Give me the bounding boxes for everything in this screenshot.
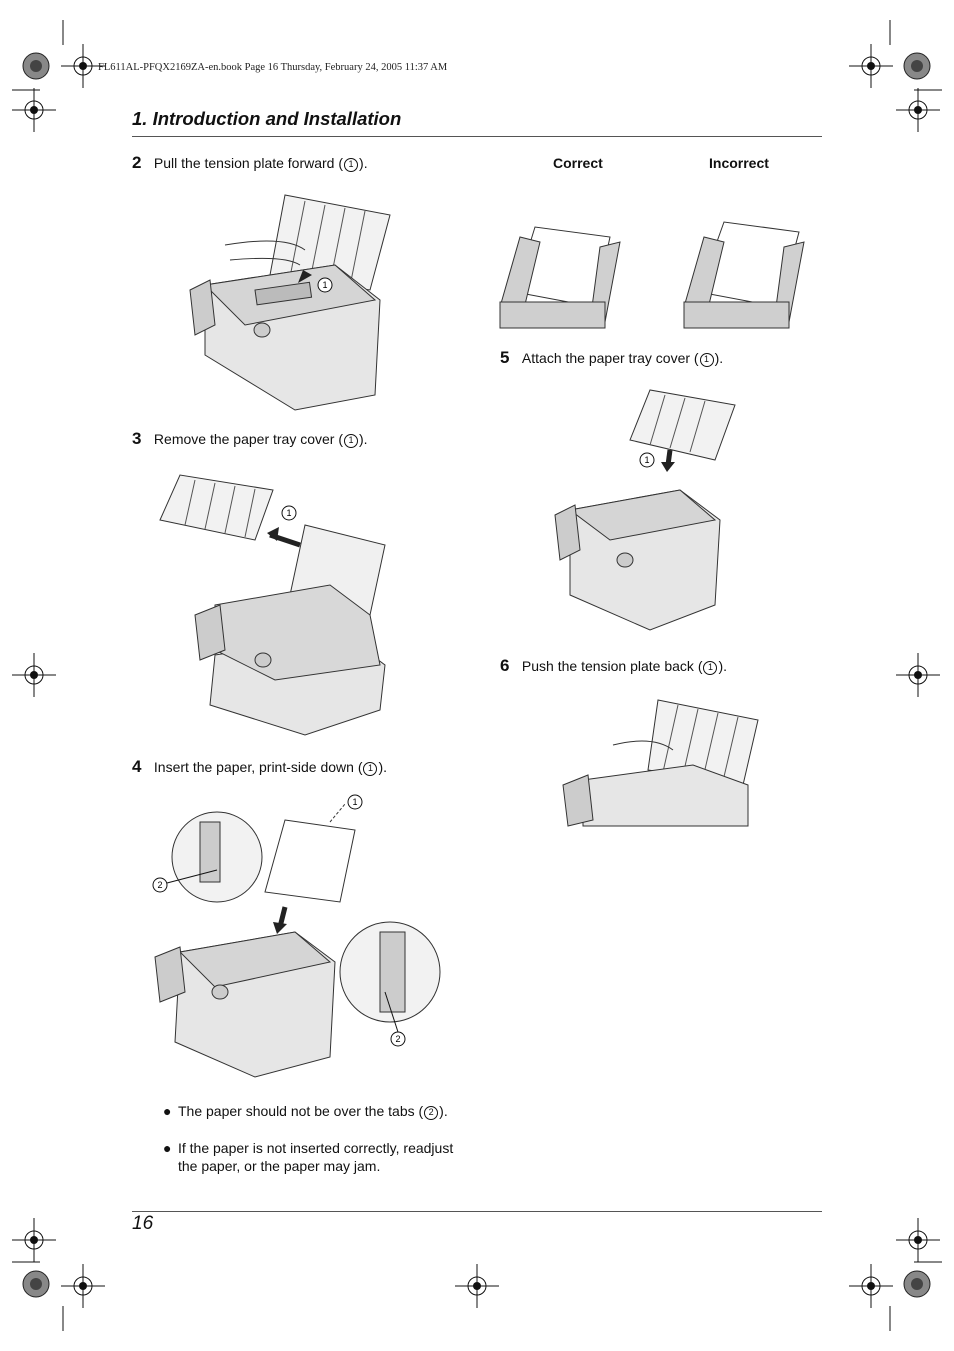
step-number: 6: [500, 656, 510, 675]
step-number: 4: [132, 757, 142, 776]
callout-marker: 1: [363, 761, 378, 776]
section-title: 1. Introduction and Installation: [132, 108, 402, 129]
step-4: 4 Insert the paper, print-side down (1).: [132, 757, 387, 777]
fax-machine-illustration-step-4: 1 2 2: [152, 794, 441, 1078]
callout-label: 1: [286, 508, 291, 518]
step-2: 2 Pull the tension plate forward (1).: [132, 153, 368, 173]
note-readjust: ● If the paper is not inserted correctly…: [163, 1140, 454, 1174]
callout-marker: 1: [703, 660, 718, 675]
callout-label: 1: [352, 797, 357, 807]
step-6: 6 Push the tension plate back (1).: [500, 656, 727, 676]
print-header: FL611AL-PFQX2169ZA-en.book Page 16 Thurs…: [98, 62, 448, 73]
callout-label: 1: [644, 455, 649, 465]
incorrect-heading: Incorrect: [709, 155, 769, 171]
step-text: Insert the paper, print-side down (1).: [153, 759, 388, 776]
correct-paper-illustration: [499, 226, 621, 329]
callout-marker: 1: [344, 433, 359, 448]
incorrect-paper-illustration: [683, 221, 805, 329]
step-text: Pull the tension plate forward (1).: [153, 155, 368, 172]
step-text: Remove the paper tray cover (1).: [153, 431, 368, 448]
callout-marker: 1: [699, 352, 714, 367]
callout-marker: 2: [424, 1105, 439, 1120]
page-number: 16: [132, 1213, 154, 1234]
step-number: 2: [132, 153, 142, 172]
callout-marker: 1: [344, 157, 359, 172]
note-tabs: ● The paper should not be over the tabs …: [163, 1103, 448, 1120]
fax-machine-illustration-step-5: 1: [554, 389, 736, 631]
correct-heading: Correct: [553, 155, 603, 171]
callout-label: 1: [322, 280, 327, 290]
step-number: 3: [132, 429, 142, 448]
step-text: Attach the paper tray cover (1).: [521, 350, 724, 367]
step-text: Push the tension plate back (1).: [521, 658, 728, 675]
step-5: 5 Attach the paper tray cover (1).: [500, 348, 723, 368]
fax-machine-illustration-step-2: 1: [189, 194, 391, 411]
bullet-icon: ●: [163, 1140, 172, 1156]
footer-rule: [132, 1211, 822, 1212]
fax-machine-illustration-step-6: 1: [562, 699, 759, 827]
header-rule: [132, 136, 822, 137]
bullet-icon: ●: [163, 1103, 172, 1119]
step-number: 5: [500, 348, 510, 367]
callout-label: 2: [395, 1034, 400, 1044]
fax-machine-illustration-step-3: 1: [159, 474, 386, 736]
callout-label: 2: [157, 880, 162, 890]
step-3: 3 Remove the paper tray cover (1).: [132, 429, 368, 449]
